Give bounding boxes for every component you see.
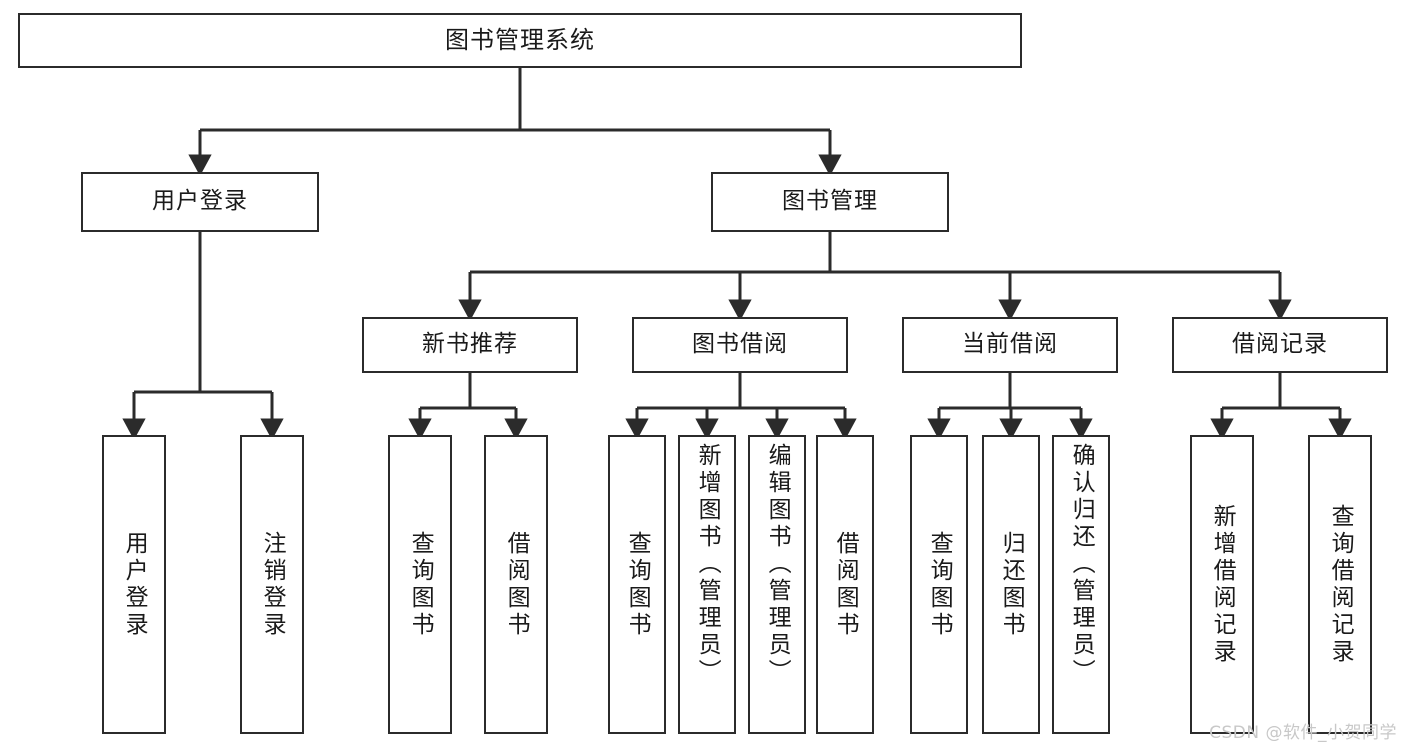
node-leaf-user-logout-label: 注销登录: [259, 530, 286, 639]
node-borrow-record[interactable]: 借阅记录: [1172, 317, 1388, 373]
node-root-label: 图书管理系统: [445, 26, 595, 55]
node-leaf-edit-book[interactable]: 编辑图书（管理员）: [748, 435, 806, 734]
node-leaf-query-record-label: 查询借阅记录: [1327, 503, 1354, 666]
node-leaf-query-record[interactable]: 查询借阅记录: [1308, 435, 1372, 734]
node-leaf-add-record-label: 新增借阅记录: [1209, 503, 1236, 666]
node-leaf-return-book-label: 归还图书: [998, 530, 1025, 639]
node-leaf-query-book-1[interactable]: 查询图书: [388, 435, 452, 734]
edge-root-to-level2: [188, 68, 842, 176]
node-new-book-recommend-label: 新书推荐: [422, 331, 518, 358]
node-leaf-query-book-2-label: 查询图书: [624, 530, 651, 639]
node-leaf-query-book-3-label: 查询图书: [926, 530, 953, 639]
node-leaf-user-login-label: 用户登录: [121, 530, 148, 639]
node-root[interactable]: 图书管理系统: [18, 13, 1022, 68]
node-leaf-return-book[interactable]: 归还图书: [982, 435, 1040, 734]
node-book-manage[interactable]: 图书管理: [711, 172, 949, 232]
edge-newbook-to-leaves: [408, 373, 528, 440]
node-leaf-borrow-book-2[interactable]: 借阅图书: [816, 435, 874, 734]
node-leaf-query-book-3[interactable]: 查询图书: [910, 435, 968, 734]
node-leaf-borrow-book-1-label: 借阅图书: [503, 530, 530, 639]
node-leaf-user-logout[interactable]: 注销登录: [240, 435, 304, 734]
edge-borrowrecord-to-leaves: [1210, 373, 1352, 440]
node-current-borrow[interactable]: 当前借阅: [902, 317, 1118, 373]
edge-bookmanage-to-level3: [458, 232, 1292, 321]
node-leaf-query-book-1-label: 查询图书: [407, 530, 434, 639]
node-leaf-borrow-book-2-label: 借阅图书: [832, 530, 859, 639]
node-leaf-user-login[interactable]: 用户登录: [102, 435, 166, 734]
edge-bookborrow-to-leaves: [625, 373, 857, 440]
node-leaf-borrow-book-1[interactable]: 借阅图书: [484, 435, 548, 734]
node-new-book-recommend[interactable]: 新书推荐: [362, 317, 578, 373]
node-leaf-query-book-2[interactable]: 查询图书: [608, 435, 666, 734]
edge-userlogin-to-leaves: [122, 232, 284, 440]
csdn-watermark: CSDN @软件_小贺同学: [1209, 723, 1397, 743]
node-leaf-edit-book-label: 编辑图书（管理员）: [764, 443, 791, 686]
node-leaf-add-book[interactable]: 新增图书（管理员）: [678, 435, 736, 734]
node-borrow-record-label: 借阅记录: [1232, 331, 1328, 358]
node-leaf-confirm-return-label: 确认归还（管理员）: [1068, 443, 1095, 686]
node-leaf-add-book-label: 新增图书（管理员）: [694, 443, 721, 686]
node-user-login[interactable]: 用户登录: [81, 172, 319, 232]
node-leaf-confirm-return[interactable]: 确认归还（管理员）: [1052, 435, 1110, 734]
node-current-borrow-label: 当前借阅: [962, 331, 1058, 358]
edge-currentborrow-to-leaves: [927, 373, 1093, 440]
node-book-borrow-label: 图书借阅: [692, 331, 788, 358]
node-book-borrow[interactable]: 图书借阅: [632, 317, 848, 373]
node-leaf-add-record[interactable]: 新增借阅记录: [1190, 435, 1254, 734]
node-book-manage-label: 图书管理: [782, 188, 878, 215]
node-user-login-label: 用户登录: [152, 188, 248, 215]
